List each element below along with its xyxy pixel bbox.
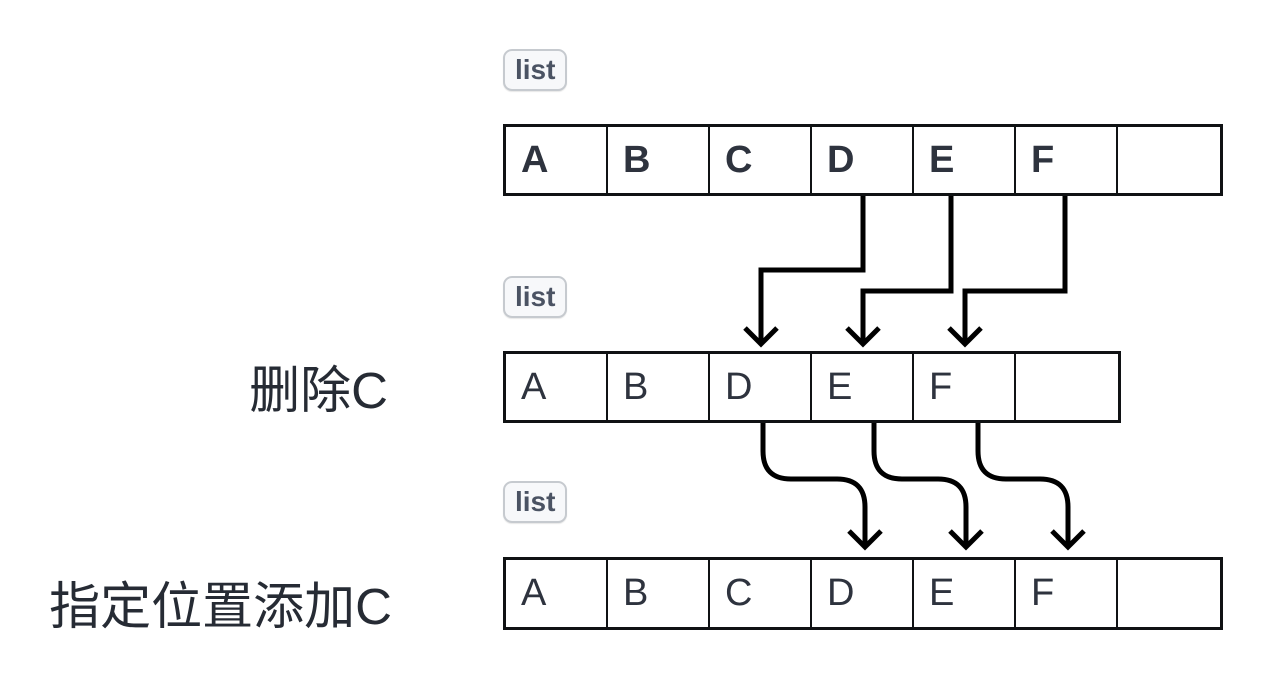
shift-right-arrow-e <box>871 423 984 551</box>
shift-left-arrow-f <box>947 196 1068 348</box>
list-badge-after-delete: list <box>503 276 568 318</box>
list-cell-empty <box>1118 560 1220 627</box>
operation-label-delete: 删除C <box>249 362 388 419</box>
shift-right-arrow-f <box>975 423 1086 551</box>
list-badge-original: list <box>503 49 568 91</box>
list-cell: F <box>1016 560 1118 627</box>
list-row-original: A B C D E F <box>503 124 1223 196</box>
shift-left-arrow-e <box>845 196 954 348</box>
list-cell: A <box>506 127 608 193</box>
list-cell: C <box>710 127 812 193</box>
list-cell: A <box>506 560 608 627</box>
list-cell: E <box>914 127 1016 193</box>
list-cell: F <box>1016 127 1118 193</box>
list-cell: D <box>812 127 914 193</box>
operation-label-insert: 指定位置添加C <box>49 578 392 635</box>
shift-right-arrow-d <box>760 423 883 551</box>
list-cell: B <box>608 127 710 193</box>
list-cell-empty <box>1016 354 1118 420</box>
list-cell-empty <box>1118 127 1220 193</box>
list-cell: E <box>812 354 914 420</box>
list-row-after-delete: A B D E F <box>503 351 1121 423</box>
list-cell: B <box>608 560 710 627</box>
list-cell: B <box>608 354 710 420</box>
list-cell: D <box>812 560 914 627</box>
list-cell: C <box>710 560 812 627</box>
list-cell: A <box>506 354 608 420</box>
list-cell: D <box>710 354 812 420</box>
list-badge-after-insert: list <box>503 481 568 523</box>
list-cell: F <box>914 354 1016 420</box>
shift-left-arrow-d <box>743 196 866 348</box>
list-row-after-insert: A B C D E F <box>503 557 1223 630</box>
list-cell: E <box>914 560 1016 627</box>
